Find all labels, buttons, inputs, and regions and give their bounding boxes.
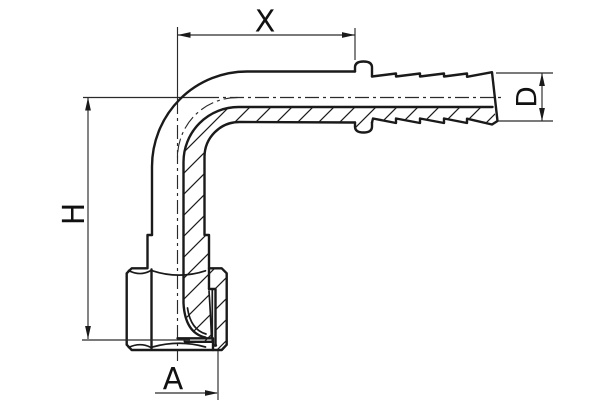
bore-line <box>182 105 494 339</box>
x-arrow-left <box>177 32 191 38</box>
tube-wall-hatch <box>183 107 498 342</box>
swivel-nut <box>125 267 228 352</box>
h-arrow-bottom <box>85 326 91 339</box>
dimension-x: X <box>177 5 356 60</box>
flare-outer-line <box>208 290 213 340</box>
nut-internal-step <box>207 287 217 347</box>
elbow-inner-contour <box>203 120 357 291</box>
nut-chamfer-arcs <box>127 269 207 349</box>
dimension-d: D <box>496 72 553 122</box>
d-arrow-top <box>539 73 545 86</box>
x-arrow-right <box>342 32 355 38</box>
dimension-h: H <box>57 97 190 341</box>
d-arrow-bottom <box>539 108 545 121</box>
stop-bead-top <box>353 60 374 78</box>
dimension-h-label: H <box>57 203 92 226</box>
seat-face-lines <box>176 337 218 352</box>
dimension-a-label: A <box>163 362 184 397</box>
flare-bore-white <box>183 301 206 338</box>
dimension-a: A <box>155 351 219 400</box>
upset-shoulder <box>146 233 154 270</box>
centerline-elbow-arc <box>176 96 238 158</box>
flare-inner-line <box>186 307 207 335</box>
centerlines <box>83 27 505 361</box>
hose-barb-profile <box>370 71 499 126</box>
elbow-outer-contour <box>150 70 357 237</box>
a-arrow-right <box>205 390 218 396</box>
h-arrow-top <box>85 97 91 111</box>
section-hatching <box>183 107 498 350</box>
dimension-x-label: X <box>255 5 276 40</box>
stop-bead-bottom <box>353 121 374 134</box>
fitting-body <box>146 60 499 339</box>
dimension-d-label: D <box>510 86 543 108</box>
